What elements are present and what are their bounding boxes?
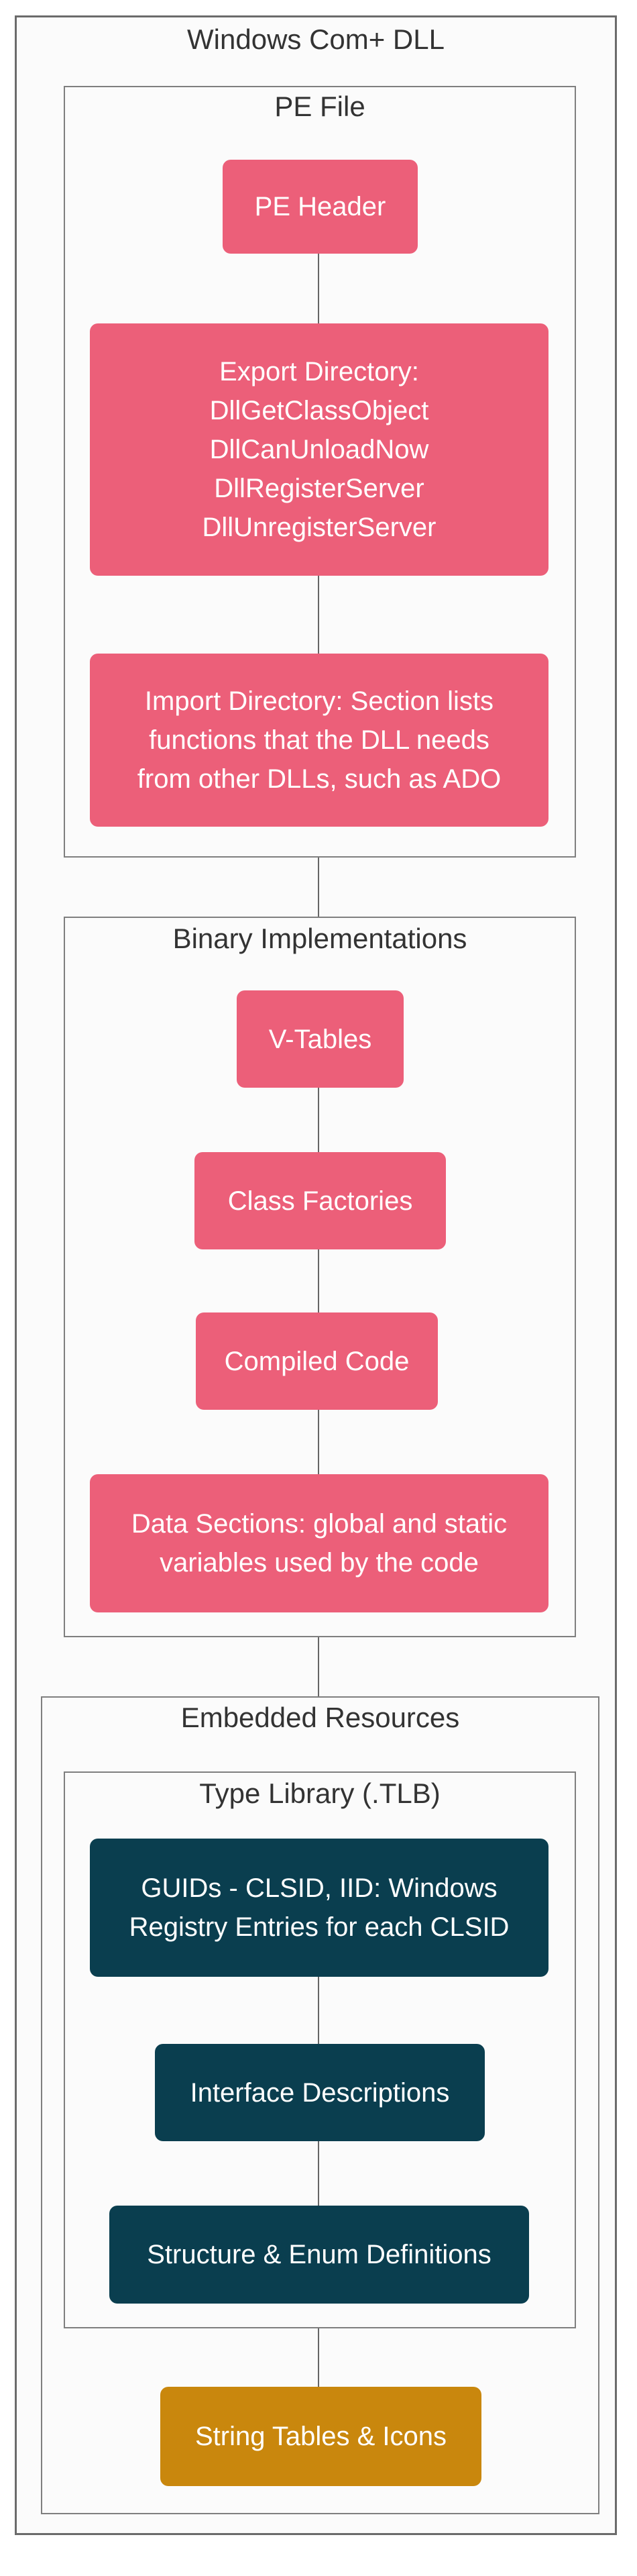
edge-pe-header-to-export-directory: [318, 254, 319, 323]
node-data-sections-line: Data Sections: global and static: [131, 1509, 508, 1539]
node-import-directory-line: Import Directory: Section lists: [144, 686, 494, 716]
node-export-directory: Export Directory: DllGetClassObject DllC…: [90, 323, 548, 576]
cluster-title-pe-file: PE File: [274, 91, 365, 122]
node-guids-line: GUIDs - CLSID, IID: Windows: [141, 1873, 498, 1903]
node-export-directory-line: DllUnregisterServer: [202, 513, 437, 542]
node-class-factories: Class Factories: [194, 1152, 446, 1249]
cluster-title-type-library: Type Library (.TLB): [199, 1778, 441, 1809]
node-string-tables-icons-label: String Tables & Icons: [194, 2422, 447, 2451]
node-import-directory-line: from other DLLs, such as ADO: [137, 764, 502, 794]
node-string-tables-icons: String Tables & Icons: [160, 2387, 481, 2486]
edge-guids-to-interface-descriptions: [318, 1977, 319, 2044]
node-export-directory-line: Export Directory:: [219, 357, 419, 387]
node-guids-line: Registry Entries for each CLSID: [129, 1912, 510, 1942]
node-interface-descriptions: Interface Descriptions: [155, 2044, 485, 2141]
node-data-sections-line: variables used by the code: [160, 1548, 479, 1578]
edge-type-library-to-string-tables: [318, 2328, 319, 2387]
node-pe-header-label: PE Header: [254, 192, 386, 221]
node-export-directory-line: DllGetClassObject: [209, 396, 429, 425]
edge-binary-implementations-to-embedded-resources: [318, 1637, 319, 1696]
node-export-directory-line: DllRegisterServer: [214, 474, 424, 503]
edge-export-directory-to-import-directory: [318, 576, 319, 654]
edge-v-tables-to-class-factories: [318, 1088, 319, 1152]
node-export-directory-line: DllCanUnloadNow: [209, 435, 429, 464]
node-v-tables: V-Tables: [237, 990, 404, 1088]
node-import-directory: Import Directory: Section lists function…: [90, 654, 548, 827]
node-interface-descriptions-label: Interface Descriptions: [190, 2077, 450, 2108]
cluster-title-windows-com-dll: Windows Com+ DLL: [187, 23, 445, 55]
edge-class-factories-to-compiled-code: [318, 1249, 319, 1312]
node-structure-enum-definitions: Structure & Enum Definitions: [109, 2206, 529, 2304]
edge-interface-descriptions-to-structure-enum: [318, 2141, 319, 2206]
node-import-directory-line: functions that the DLL needs: [149, 725, 489, 755]
cluster-title-embedded-resources: Embedded Resources: [180, 1702, 460, 1733]
node-guids: GUIDs - CLSID, IID: Windows Registry Ent…: [90, 1839, 548, 1977]
node-compiled-code: Compiled Code: [196, 1312, 438, 1410]
edge-pe-file-to-binary-implementations: [318, 858, 319, 917]
node-v-tables-label: V-Tables: [268, 1024, 372, 1054]
node-data-sections: Data Sections: global and static variabl…: [90, 1474, 548, 1612]
node-compiled-code-label: Compiled Code: [224, 1346, 410, 1376]
node-pe-header: PE Header: [223, 160, 418, 254]
node-structure-enum-definitions-label: Structure & Enum Definitions: [147, 2240, 491, 2269]
edge-compiled-code-to-data-sections: [318, 1410, 319, 1474]
cluster-title-binary-implementations: Binary Implementations: [172, 923, 467, 954]
node-class-factories-label: Class Factories: [227, 1186, 413, 1216]
